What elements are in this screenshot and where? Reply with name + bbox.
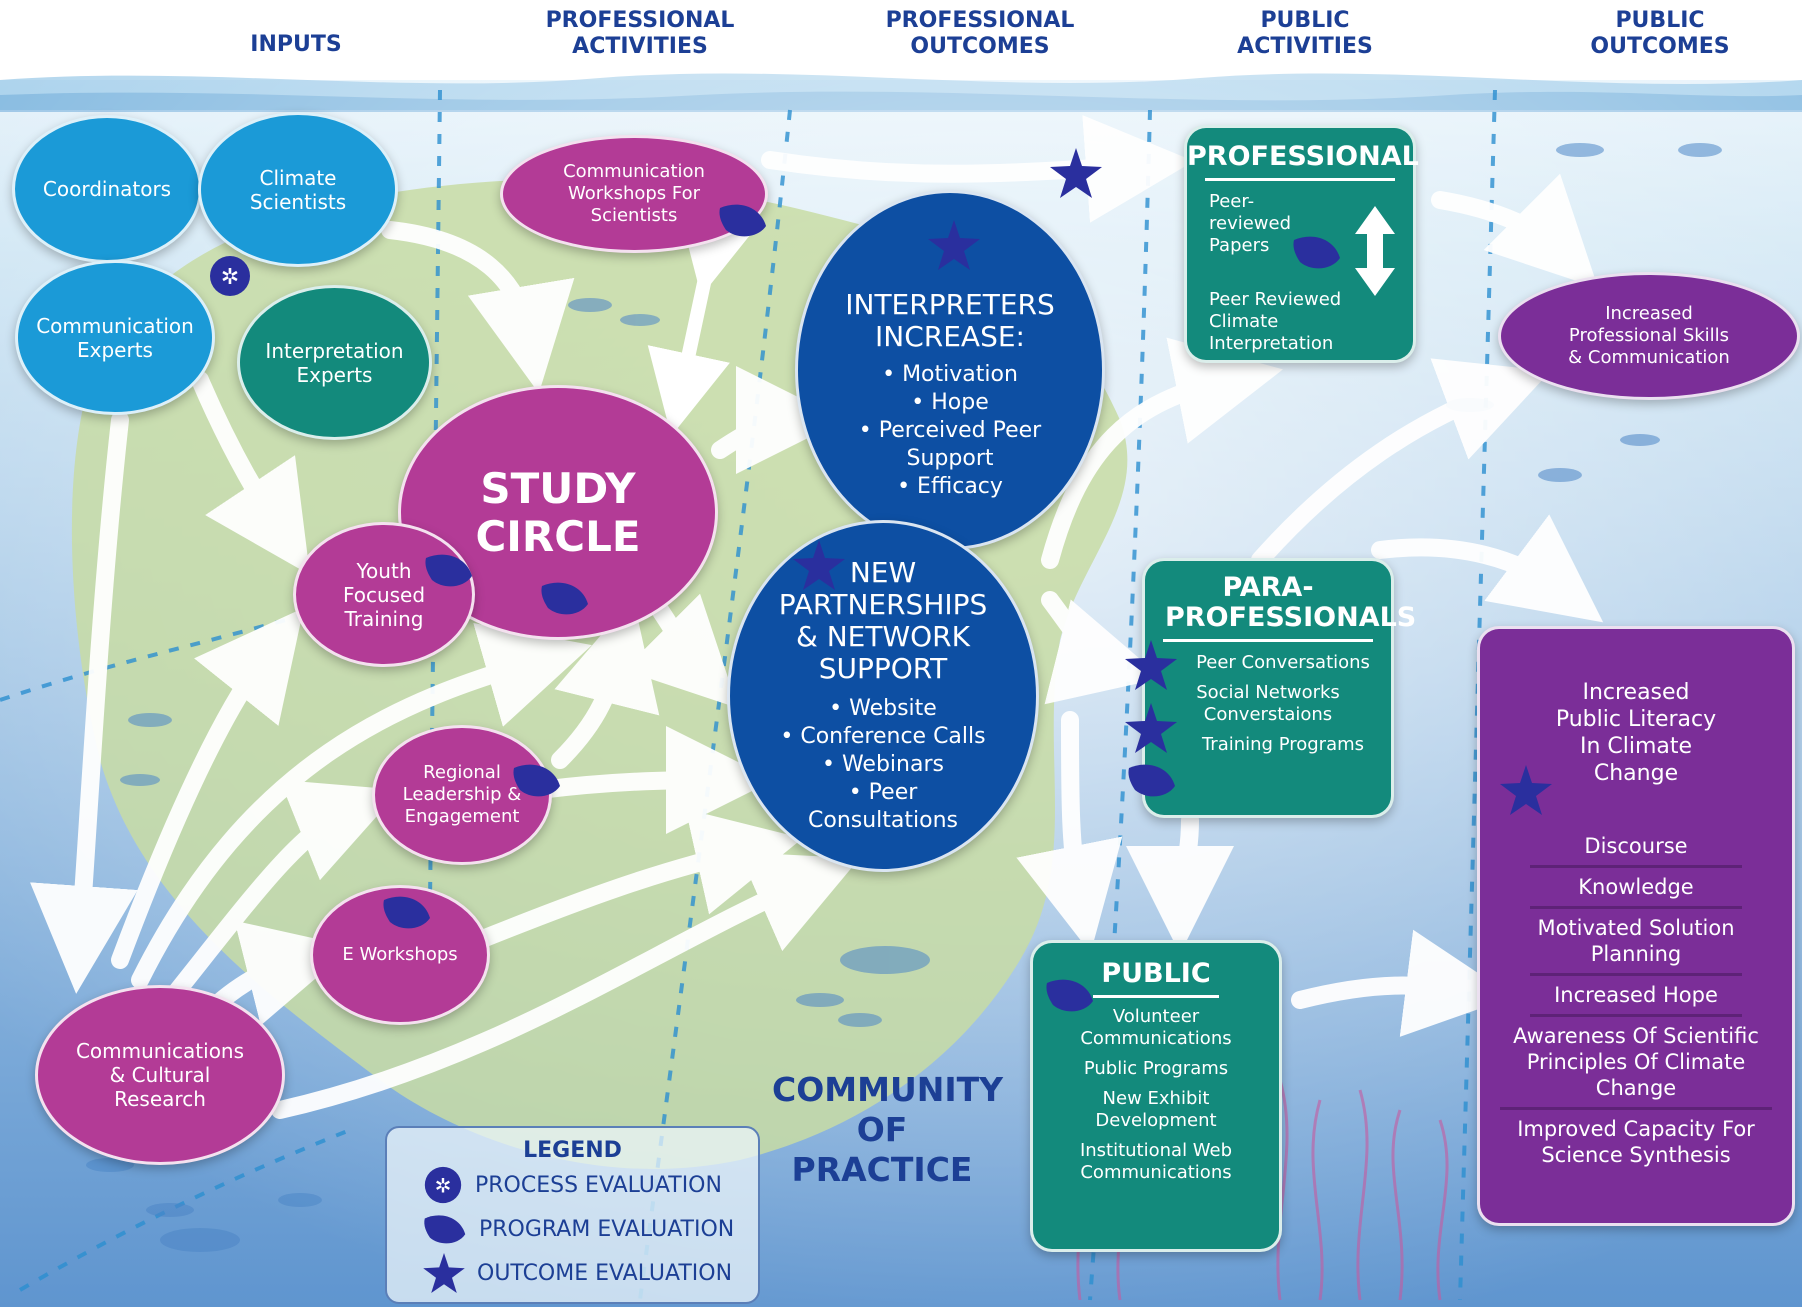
interpretation-experts-label: Interpretation Experts — [265, 338, 404, 387]
professional-item-climate-interpretation: Peer Reviewed Climate Interpretation — [1209, 289, 1342, 354]
partnerships-item-webinars: • Webinars — [822, 752, 944, 777]
outcome-evaluation-marker — [793, 540, 845, 590]
partnerships-item-conference-calls: • Conference Calls — [780, 724, 986, 749]
public-box-rule — [1093, 995, 1219, 998]
legend-process-label: PROCESS EVALUATION — [475, 1172, 722, 1198]
outcome-evaluation-icon — [423, 1253, 465, 1293]
regional-leadership-label: Regional Leadership & Engagement — [402, 762, 522, 827]
partnerships-item-peer-consultations: • Peer Consultations — [808, 780, 958, 833]
activity-youth-training: Youth Focused Training — [293, 522, 475, 667]
program-evaluation-marker — [425, 554, 472, 587]
outcome-evaluation-marker — [1500, 765, 1552, 815]
header-professional-outcomes: PROFESSIONAL OUTCOMES — [885, 8, 1075, 59]
study-circle-label: STUDY CIRCLE — [475, 463, 641, 561]
outcome-evaluation-marker — [928, 220, 980, 270]
header-public-outcomes: PUBLIC OUTCOMES — [1590, 8, 1730, 59]
paraprofessionals-box-title: PARA- PROFESSIONALS — [1165, 572, 1417, 633]
up-down-arrow-icon — [1355, 206, 1395, 296]
literacy-title: Increased Public Literacy In Climate Cha… — [1555, 680, 1717, 786]
interpreters-item-motivation: • Motivation — [882, 362, 1018, 387]
input-communication-experts: Communication Experts — [15, 260, 215, 415]
literacy-item-motivated-solution: Motivated Solution Planning — [1530, 909, 1742, 976]
svg-text:✲: ✲ — [435, 1173, 452, 1197]
legend-row-process: ✲ PROCESS EVALUATION — [423, 1163, 758, 1207]
legend-program-label: PROGRAM EVALUATION — [479, 1216, 735, 1242]
legend: LEGEND ✲ PROCESS EVALUATION PROGRAM EVAL… — [385, 1126, 760, 1304]
professional-box-title: PROFESSIONAL — [1187, 141, 1419, 172]
public-item-volunteer: Volunteer Communications — [1080, 1006, 1232, 1049]
public-activity-paraprofessionals: PARA- PROFESSIONALS Peer Conversations S… — [1142, 558, 1417, 818]
paraprofessionals-item-training-programs: Training Programs — [1201, 734, 1365, 755]
program-evaluation-icon — [424, 1215, 466, 1244]
program-evaluation-marker — [719, 204, 766, 237]
program-evaluation-marker — [541, 582, 588, 615]
input-coordinators: Coordinators — [12, 115, 202, 263]
activity-regional-leadership: Regional Leadership & Engagement — [372, 725, 552, 865]
interpreters-item-efficacy: • Efficacy — [897, 474, 1003, 499]
literacy-item-increased-hope: Increased Hope — [1530, 976, 1742, 1017]
header-professional-activities: PROFESSIONAL ACTIVITIES — [545, 8, 735, 59]
input-interpretation-experts: Interpretation Experts — [237, 285, 432, 440]
input-climate-scientists: Climate Scientists — [198, 112, 398, 267]
interpreters-item-hope: • Hope — [911, 390, 989, 415]
public-activity-professional: PROFESSIONAL Peer-reviewed Papers Peer R… — [1184, 125, 1419, 363]
program-evaluation-marker — [1128, 764, 1175, 797]
comm-cultural-research-label: Communications & Cultural Research — [75, 1039, 245, 1111]
public-box-title: PUBLIC — [1101, 958, 1211, 989]
public-item-programs: Public Programs — [1083, 1058, 1229, 1079]
activity-communication-workshops: Communication Workshops For Scientists — [500, 135, 768, 253]
legend-row-program: PROGRAM EVALUATION — [423, 1207, 758, 1251]
communication-experts-label: Communication Experts — [36, 313, 194, 362]
e-workshops-label: E Workshops — [342, 944, 458, 965]
coordinators-label: Coordinators — [42, 177, 172, 201]
program-evaluation-marker — [513, 764, 560, 797]
outcome-partnerships: NEW PARTNERSHIPS & NETWORK SUPPORT • Web… — [727, 520, 1039, 872]
process-evaluation-marker: ✲ — [210, 256, 250, 296]
interpreters-title: INTERPRETERS INCREASE: — [845, 288, 1055, 353]
paraprofessionals-item-peer-conversations: Peer Conversations — [1196, 652, 1370, 673]
outcome-evaluation-marker — [1050, 148, 1102, 198]
literacy-item-awareness: Awareness Of Scientific Principles Of Cl… — [1500, 1017, 1772, 1110]
legend-outcome-label: OUTCOME EVALUATION — [477, 1260, 733, 1286]
community-of-practice-label: COMMUNITY OF PRACTICE — [772, 1070, 1004, 1189]
youth-training-label: Youth Focused Training — [342, 558, 426, 631]
professional-box-rule — [1205, 178, 1395, 181]
paraprofessionals-item-social-networks: Social Networks Converstaions — [1196, 682, 1340, 725]
public-item-web: Institutional Web Communications — [1079, 1140, 1233, 1183]
input-comm-cultural-research: Communications & Cultural Research — [35, 985, 285, 1165]
literacy-item-knowledge: Knowledge — [1530, 868, 1742, 909]
outcome-public-literacy: Increased Public Literacy In Climate Cha… — [1477, 626, 1795, 1226]
climate-scientists-label: Climate Scientists — [249, 165, 347, 214]
public-item-exhibit: New Exhibit Development — [1095, 1088, 1217, 1131]
partnerships-item-website: • Website — [829, 696, 937, 721]
legend-row-outcome: OUTCOME EVALUATION — [423, 1251, 758, 1295]
legend-title: LEGEND — [523, 1138, 622, 1163]
increased-professional-label: Increased Professional Skills & Communic… — [1568, 303, 1730, 368]
literacy-item-capacity: Improved Capacity For Science Synthesis — [1517, 1117, 1755, 1167]
outcome-evaluation-marker — [1125, 703, 1177, 753]
communication-workshops-label: Communication Workshops For Scientists — [563, 161, 705, 226]
activity-e-workshops: E Workshops — [310, 885, 490, 1025]
header-inputs: INPUTS — [250, 32, 342, 57]
partnerships-title: NEW PARTNERSHIPS & NETWORK SUPPORT — [778, 556, 988, 685]
professional-item-papers: Peer-reviewed Papers — [1209, 191, 1292, 256]
program-evaluation-marker — [1046, 979, 1093, 1012]
program-evaluation-marker — [383, 896, 430, 929]
literacy-item-discourse: Discourse — [1530, 827, 1742, 868]
paraprofessionals-box-rule — [1163, 639, 1373, 642]
interpreters-item-peer-support: • Perceived Peer Support — [858, 418, 1042, 471]
program-evaluation-marker — [1293, 236, 1340, 269]
outcome-evaluation-marker — [1125, 640, 1177, 690]
header-public-activities: PUBLIC ACTIVITIES — [1237, 8, 1373, 59]
svg-text:✲: ✲ — [221, 265, 239, 290]
process-evaluation-icon: ✲ — [424, 1166, 462, 1204]
outcome-increased-professional-skills: Increased Professional Skills & Communic… — [1498, 272, 1800, 400]
